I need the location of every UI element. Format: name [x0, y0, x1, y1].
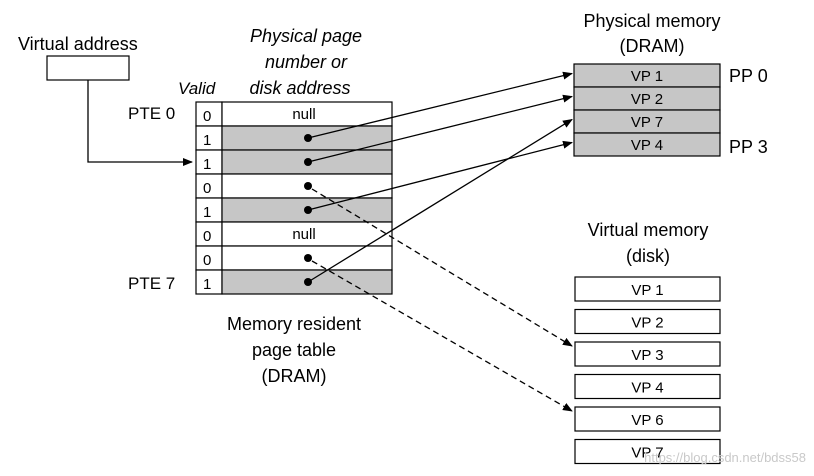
physical-page-label: VP 1	[631, 68, 663, 85]
valid-cell	[195, 269, 223, 295]
valid-cell	[195, 221, 223, 247]
pte-to-physical-arrow	[307, 71, 573, 139]
pointer-dot	[304, 182, 312, 190]
disk-page-label: VP 3	[631, 347, 663, 364]
physical-memory-title-line-2: (DRAM)	[620, 36, 685, 56]
page-table-row: 1	[195, 269, 393, 295]
valid-bit: 1	[203, 204, 211, 221]
physical-page-label: VP 7	[631, 114, 663, 131]
virtual-memory-title-line-2: (disk)	[626, 246, 670, 266]
physical-page: VP 2	[573, 86, 721, 111]
null-entry: null	[292, 226, 315, 243]
pp0-label: PP 0	[729, 66, 768, 86]
valid-bit: 0	[203, 108, 211, 125]
valid-column-header: Valid	[178, 79, 216, 98]
page-table-row: 0	[195, 245, 393, 271]
mapping-arrows	[87, 71, 573, 412]
disk-page: VP 1	[574, 276, 721, 302]
disk-page-box	[574, 406, 721, 432]
disk-page-label: VP 2	[631, 315, 663, 332]
valid-bit: 1	[203, 132, 211, 149]
pte7-label: PTE 7	[128, 274, 175, 293]
va-to-pte-arrow	[87, 80, 193, 166]
disk-page-box	[574, 308, 721, 335]
disk-page-label: VP 6	[631, 412, 663, 429]
pte-to-disk-arrow	[311, 188, 573, 347]
physical-page: VP 7	[573, 109, 721, 134]
page-table-row: 0	[195, 173, 393, 199]
physical-memory-title-line-1: Physical memory	[583, 11, 720, 31]
valid-bit: 1	[203, 156, 211, 173]
page-table-row: 0 null	[195, 221, 393, 247]
disk-page-box	[574, 438, 721, 465]
physical-page-box	[573, 132, 721, 157]
disk-page-label: VP 7	[631, 445, 663, 462]
valid-bit: 0	[203, 252, 211, 269]
page-table-row: 0 null	[195, 101, 393, 127]
disk-page: VP 4	[574, 373, 721, 400]
null-entry: null	[292, 106, 315, 123]
physical-page-label: VP 2	[631, 91, 663, 108]
disk-page: VP 6	[574, 406, 721, 432]
pte-to-disk-arrow	[311, 260, 573, 412]
disk-page-label: VP 4	[631, 380, 663, 397]
ppn-header-line-2: number or	[265, 52, 348, 72]
page-table-row: 1	[195, 149, 393, 175]
physical-page: VP 1	[573, 63, 721, 88]
pte-to-physical-arrow	[307, 94, 573, 163]
disk-page: VP 2	[574, 308, 721, 335]
virtual-address-box	[46, 55, 130, 81]
ppn-header-line-3: disk address	[249, 78, 350, 98]
pp3-label: PP 3	[729, 137, 768, 157]
valid-cell	[195, 197, 223, 223]
physical-page-label: VP 4	[631, 137, 663, 154]
pte0-label: PTE 0	[128, 104, 175, 123]
disk-page-label: VP 1	[631, 282, 663, 299]
disk-page-box	[574, 341, 721, 367]
page-table-row: 1	[195, 125, 393, 151]
disk-page-box	[574, 276, 721, 302]
page-table-caption-line-1: Memory resident	[227, 314, 361, 334]
disk-page: VP 3	[574, 341, 721, 367]
valid-bit: 0	[203, 228, 211, 245]
ppn-header-line-1: Physical page	[250, 26, 362, 46]
disk-page: VP 7	[574, 438, 721, 465]
valid-bit: 0	[203, 180, 211, 197]
pte-to-physical-arrow	[307, 118, 573, 283]
virtual-address-label: Virtual address	[18, 34, 138, 54]
physical-page: VP 4	[573, 132, 721, 157]
page-table: 0 null 1 1 0 1 0 null 0 1	[195, 101, 393, 295]
virtual-memory-title-line-1: Virtual memory	[588, 220, 709, 240]
disk-page-box	[574, 373, 721, 400]
entry-cell	[221, 221, 393, 247]
pointer-dot	[304, 254, 312, 262]
entry-cell	[221, 101, 393, 127]
valid-bit: 1	[203, 276, 211, 293]
page-table-caption-line-3: (DRAM)	[262, 366, 327, 386]
physical-memory: VP 1 VP 2 VP 7 VP 4	[573, 63, 721, 157]
watermark: https://blog.csdn.net/bdss58	[644, 450, 806, 465]
page-table-caption-line-2: page table	[252, 340, 336, 360]
pte-to-physical-arrow	[307, 140, 573, 211]
virtual-memory: VP 1 VP 2 VP 3 VP 4 VP 6 VP 7	[574, 276, 721, 465]
page-table-row: 1	[195, 197, 393, 223]
